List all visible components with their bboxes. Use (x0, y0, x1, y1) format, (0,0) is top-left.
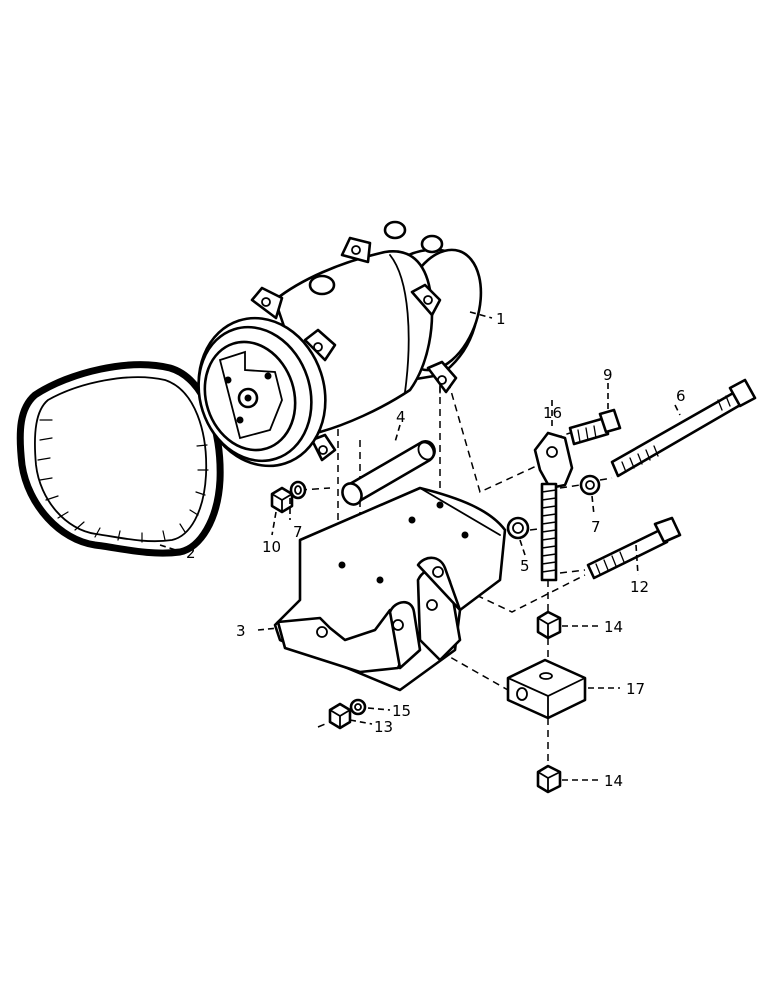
spacer-tube-part-4 (341, 440, 436, 506)
drive-belt-part-2 (16, 361, 224, 557)
long-bolt-part-6 (610, 378, 757, 478)
compressor-part-1 (197, 220, 483, 468)
callout-14-lower: 14 (604, 772, 623, 790)
callout-10: 10 (262, 538, 281, 556)
bolt-part-12 (586, 516, 682, 580)
callout-6: 6 (676, 387, 686, 405)
bolt-part-9 (568, 408, 622, 446)
callout-13: 13 (374, 718, 393, 736)
callout-4: 4 (396, 408, 406, 426)
callout-5: 5 (520, 557, 530, 575)
nut-part-14-upper (536, 610, 562, 640)
callout-1: 1 (496, 310, 506, 328)
block-part-17 (506, 658, 587, 720)
washer-part-7-left (289, 480, 307, 500)
nut-part-13 (328, 702, 352, 730)
washer-part-15 (349, 698, 367, 716)
callout-15: 15 (392, 702, 411, 720)
callout-7-left: 7 (293, 523, 303, 541)
adjusting-bolt-part-16 (533, 431, 574, 582)
mounting-bracket-part-3 (273, 486, 507, 692)
callouts: 1 2 3 4 5 6 7 7 9 10 12 13 14 14 15 16 1… (186, 310, 686, 790)
callout-7-right: 7 (591, 518, 601, 536)
callout-17: 17 (626, 680, 645, 698)
nut-part-10 (270, 486, 294, 514)
washer-part-7-right (579, 474, 601, 496)
callout-16: 16 (543, 404, 562, 422)
callout-3: 3 (236, 622, 246, 640)
callout-14-upper: 14 (604, 618, 623, 636)
leader-lines (159, 311, 681, 781)
nut-part-14-lower (536, 764, 562, 794)
callout-9: 9 (603, 366, 613, 384)
callout-12: 12 (630, 578, 649, 596)
callout-2: 2 (186, 544, 196, 562)
bushing-part-5 (506, 516, 530, 540)
